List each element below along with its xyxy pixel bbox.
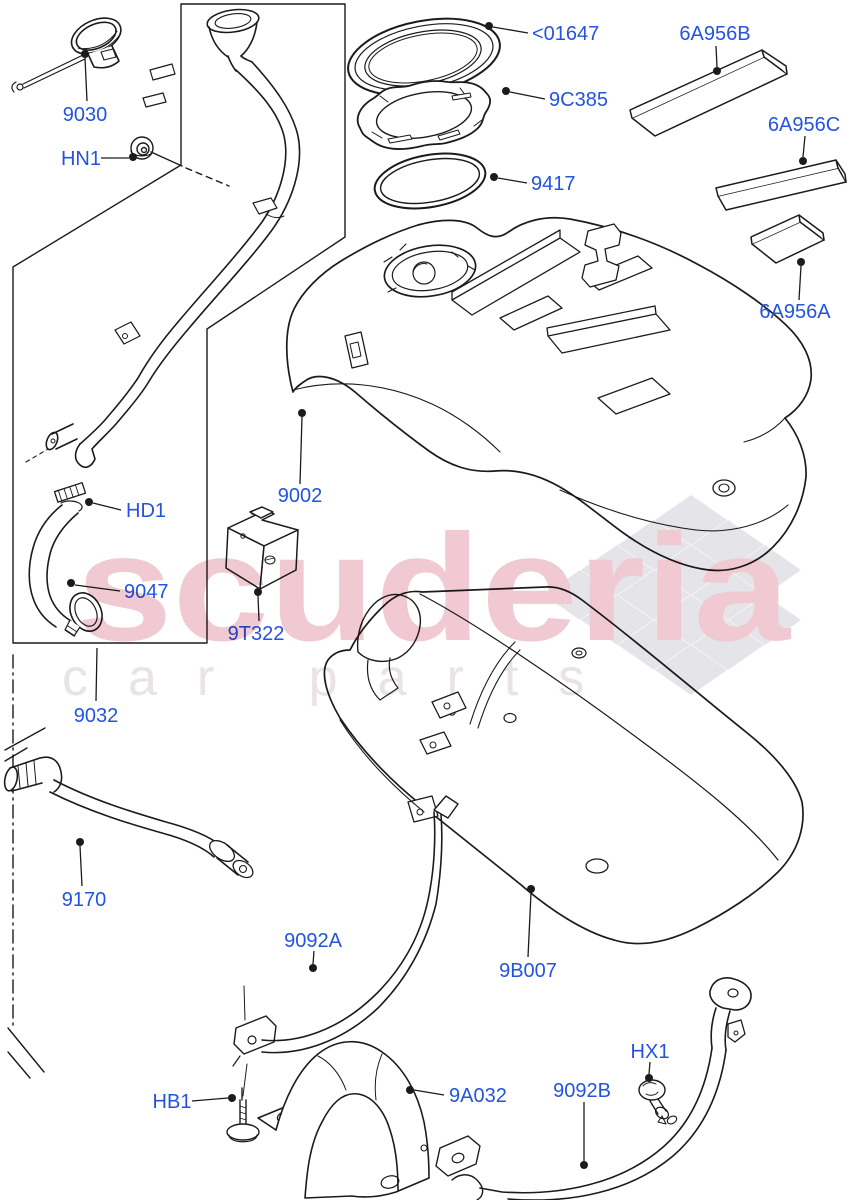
label-vent-hose: 9170: [62, 889, 107, 911]
label-tank-strap-rear: 9092B: [553, 1080, 611, 1102]
watermark-tagline-text: car parts: [62, 649, 624, 707]
tank-shield-tray-drawing: [323, 586, 804, 945]
filler-pipe-drawing: [25, 8, 301, 468]
label-filler-hose: 9047: [124, 581, 169, 603]
seal-ring-drawing: [373, 152, 487, 210]
tank-strap-rear-drawing: [435, 977, 752, 1200]
tank-strap-front-drawing: [232, 795, 459, 1097]
label-tank-shield-tray: 9B007: [499, 960, 557, 982]
hose-clamp-drawing: [53, 482, 87, 503]
foam-pads-drawing: [629, 49, 847, 264]
label-filler-pipe-assembly: 9032: [74, 705, 119, 727]
push-clip-drawing: [638, 1079, 670, 1125]
strap-bolt-drawing: [226, 1087, 260, 1143]
watermark-brand-text: scuderia: [76, 503, 792, 673]
filler-cover-ring-drawing: [347, 17, 501, 97]
fuel-filler-cap-drawing: [11, 17, 122, 93]
label-fuel-filler-cap: 9030: [63, 104, 108, 126]
label-hose-clamp: HD1: [126, 500, 166, 522]
label-push-clip: HX1: [631, 1041, 670, 1063]
filler-hose-drawing: [28, 500, 103, 637]
label-tank-strap-front: 9092A: [284, 930, 342, 952]
label-filler-pipe-nut: HN1: [61, 148, 101, 170]
lock-ring-drawing: [356, 80, 492, 150]
heat-shield-drawing: [257, 1041, 430, 1199]
vent-hose-drawing: [3, 756, 254, 879]
label-foam-pad-a: 6A956A: [759, 301, 831, 323]
filler-pipe-panel: [4, 3, 346, 1079]
label-strap-bolt: HB1: [153, 1091, 192, 1113]
checkered-flag: [544, 495, 801, 695]
watermark: scuderia car parts: [62, 495, 801, 707]
nut-drawing: [130, 136, 230, 187]
vapor-bracket-drawing: [225, 506, 299, 590]
label-vapor-bracket: 9T322: [228, 623, 285, 645]
leader-dots: [67, 22, 807, 1169]
label-heat-shield: 9A032: [449, 1085, 507, 1107]
part-labels: 9030 HN1 <01647 9C385 9417 6A956B 6A956C…: [61, 23, 840, 1113]
fuel-tank-drawing: [285, 216, 813, 572]
label-filler-cover-ring: <01647: [532, 23, 599, 45]
label-foam-pad-b: 6A956B: [679, 23, 750, 45]
label-seal-ring: 9417: [531, 173, 576, 195]
leader-lines: [74, 26, 806, 1161]
label-foam-pad-c: 6A956C: [768, 114, 840, 136]
label-fuel-tank: 9002: [278, 485, 323, 507]
label-sender-lock-ring: 9C385: [549, 89, 608, 111]
